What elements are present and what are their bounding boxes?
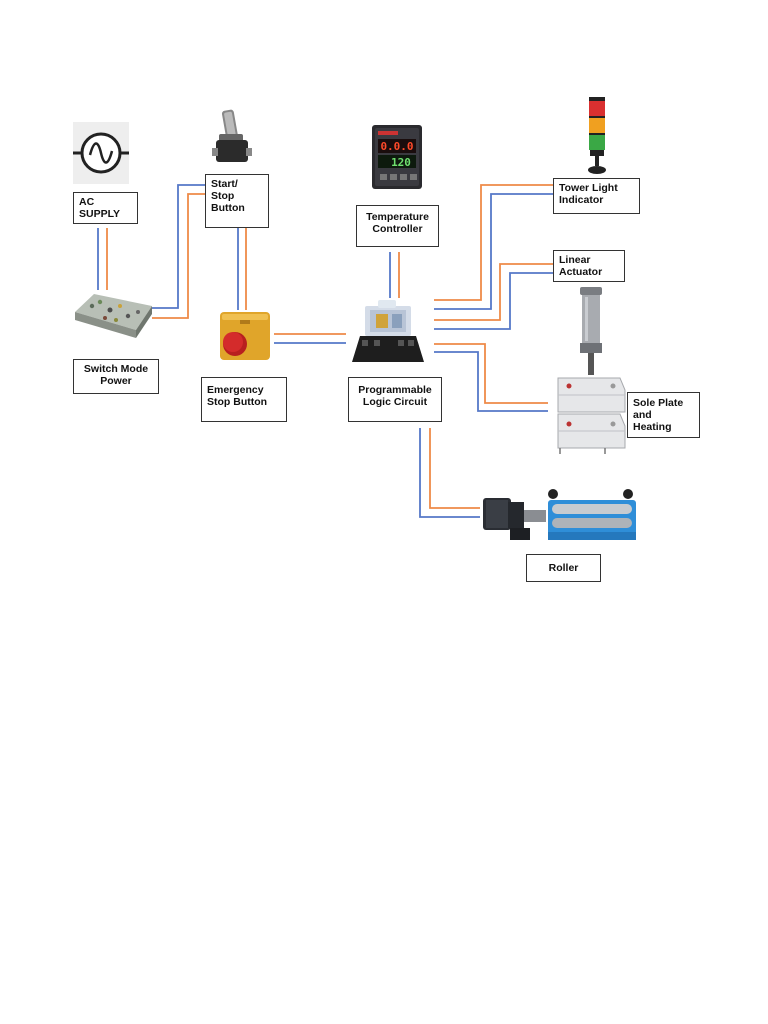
wire-smps-to-start-blue [152,184,205,309]
label-roller: Roller [526,554,601,582]
tower-light-icon [588,97,606,174]
label-tower-light-text: Tower Light Indicator [559,182,618,206]
plc-relay-icon [352,300,424,362]
label-linear-actuator: Linear Actuator [553,250,625,282]
temp-display-top: 0.0.0 [380,140,413,153]
wire-plc-to-roller-orange [429,428,480,509]
label-tower-light-indicator: Tower Light Indicator [553,178,640,214]
label-emergency-stop-button: Emergency Stop Button [201,377,287,422]
label-start-stop-text: Start/ Stop Button [211,178,245,214]
label-sole-plate-and-heating: Sole Plate and Heating [627,392,700,438]
label-temperature-controller: Temperature Controller [356,205,439,247]
emergency-stop-icon [220,312,270,360]
label-switch-mode-power: Switch Mode Power [73,359,159,394]
label-ac-supply: AC SUPPLY [73,192,138,224]
label-linear-actuator-text: Linear Actuator [559,254,603,278]
wire-plc-to-actuator-blue [434,272,553,330]
temperature-controller-icon: 0.0.0 120 [372,125,422,189]
wire-plc-to-actuator-orange [434,263,553,321]
wire-plc-to-soleplate-orange [434,343,548,404]
temp-display-bottom: 120 [391,156,411,169]
label-emergency-stop-text: Emergency Stop Button [207,384,268,408]
toggle-switch-icon [212,109,252,162]
wire-smps-to-start-orange [152,193,205,319]
sole-plate-icon [557,377,626,454]
wire-plc-to-soleplate-blue [434,351,548,412]
label-sole-plate-text: Sole Plate and Heating [633,397,684,433]
label-plc-text: Programmable Logic Circuit [358,384,432,408]
label-start-stop-button: Start/ Stop Button [205,174,269,228]
ac-supply-symbol-icon [73,122,129,184]
label-roller-text: Roller [548,562,579,574]
label-programmable-logic-circuit: Programmable Logic Circuit [348,377,442,422]
wire-plc-to-roller-blue [419,428,480,518]
label-ac-supply-text: AC SUPPLY [79,196,121,220]
wires [97,184,553,518]
wire-plc-to-tower-orange [434,184,553,301]
label-switch-mode-power-text: Switch Mode Power [83,363,149,387]
label-temperature-controller-text: Temperature Controller [366,211,429,235]
linear-actuator-icon [580,287,602,375]
wire-plc-to-tower-blue [434,193,553,310]
switch-mode-power-supply-icon [75,294,152,338]
roller-motor-icon [483,489,636,540]
